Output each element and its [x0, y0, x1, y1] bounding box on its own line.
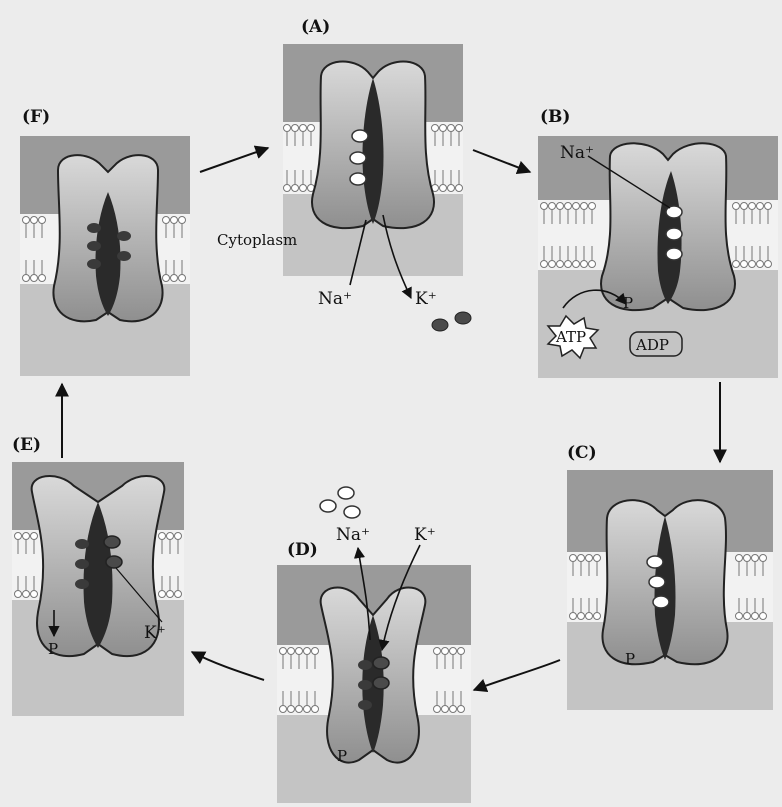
k-label-d: K⁺ [414, 525, 436, 545]
adp-label: ADP [635, 336, 669, 354]
panel-a: (A) [283, 17, 463, 276]
panel-f-label: (F) [22, 107, 50, 127]
arrow-f-to-a [200, 148, 268, 172]
panel-d-label: (D) [287, 540, 318, 560]
atp-label: ATP [555, 328, 586, 346]
k-ions-a [432, 312, 471, 331]
panel-c: P (C) [567, 443, 773, 710]
panel-b-na-ions [666, 206, 682, 260]
arrow-d-to-e [192, 652, 264, 680]
panel-e: K⁺ P (E) [12, 435, 184, 716]
panel-e-p-label: P [48, 640, 58, 658]
panel-b-na-label: Na⁺ [560, 143, 594, 163]
panel-f: (F) [20, 107, 190, 376]
panel-e-binding-notches [75, 539, 89, 589]
arrow-c-to-d [474, 660, 560, 690]
na-label-d: Na⁺ [336, 525, 370, 545]
panel-d: P (D) [277, 540, 471, 803]
na-ions-released-d [320, 487, 360, 518]
k-label-a: K⁺ [415, 289, 437, 309]
panel-e-label: (E) [12, 435, 41, 455]
panel-d-p-label: P [337, 747, 347, 765]
panel-e-k-label: K⁺ [144, 623, 166, 643]
panel-c-label: (C) [567, 443, 597, 463]
panel-a-label: (A) [301, 17, 330, 37]
na-label-a: Na⁺ [318, 289, 352, 309]
panel-a-na-ions [350, 130, 368, 185]
arrow-a-to-b [473, 150, 530, 172]
cytoplasm-label: Cytoplasm [217, 231, 297, 249]
panel-c-p-label: P [625, 650, 635, 668]
panel-b: Na⁺ P ATP ADP (B) [538, 107, 778, 378]
panel-b-label: (B) [540, 107, 570, 127]
panel-d-binding-notches [358, 660, 372, 710]
